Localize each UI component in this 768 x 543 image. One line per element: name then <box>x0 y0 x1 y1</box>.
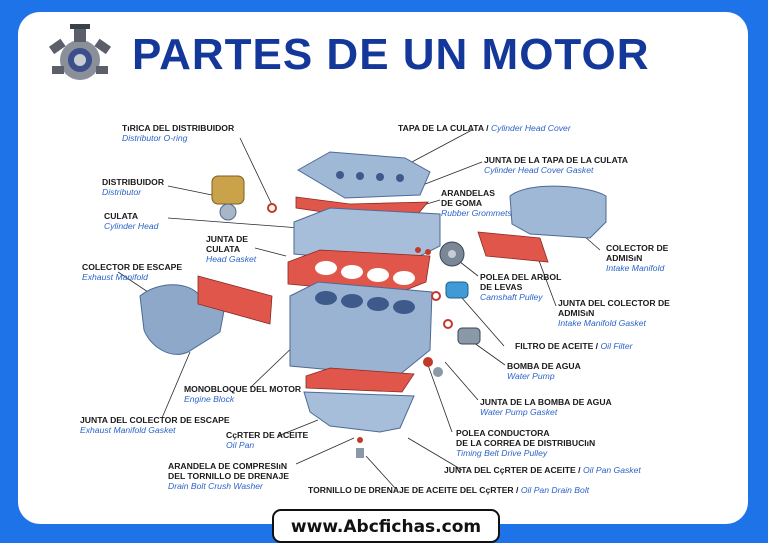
label-oil-pan-drain-bolt: TORNILLO DE DRENAJE DE ACEITE DEL CçRTER… <box>308 485 590 495</box>
label-oil-pan-gasket: JUNTA DEL CçRTER DE ACEITE / Oil Pan Gas… <box>444 465 641 475</box>
website-url[interactable]: www.Abcfichas.com <box>290 517 482 537</box>
page-title: PARTES DE UN MOTOR <box>132 30 650 79</box>
website-url-badge[interactable]: www.Abcfichas.com <box>272 509 500 543</box>
engine-logo-icon <box>48 24 112 80</box>
label-oil-filter: FILTRO DE ACEITE / Oil Filter <box>515 341 633 351</box>
label-cylinder-head-cover: TAPA DE LA CULATA / Cylinder Head Cover <box>398 123 571 133</box>
